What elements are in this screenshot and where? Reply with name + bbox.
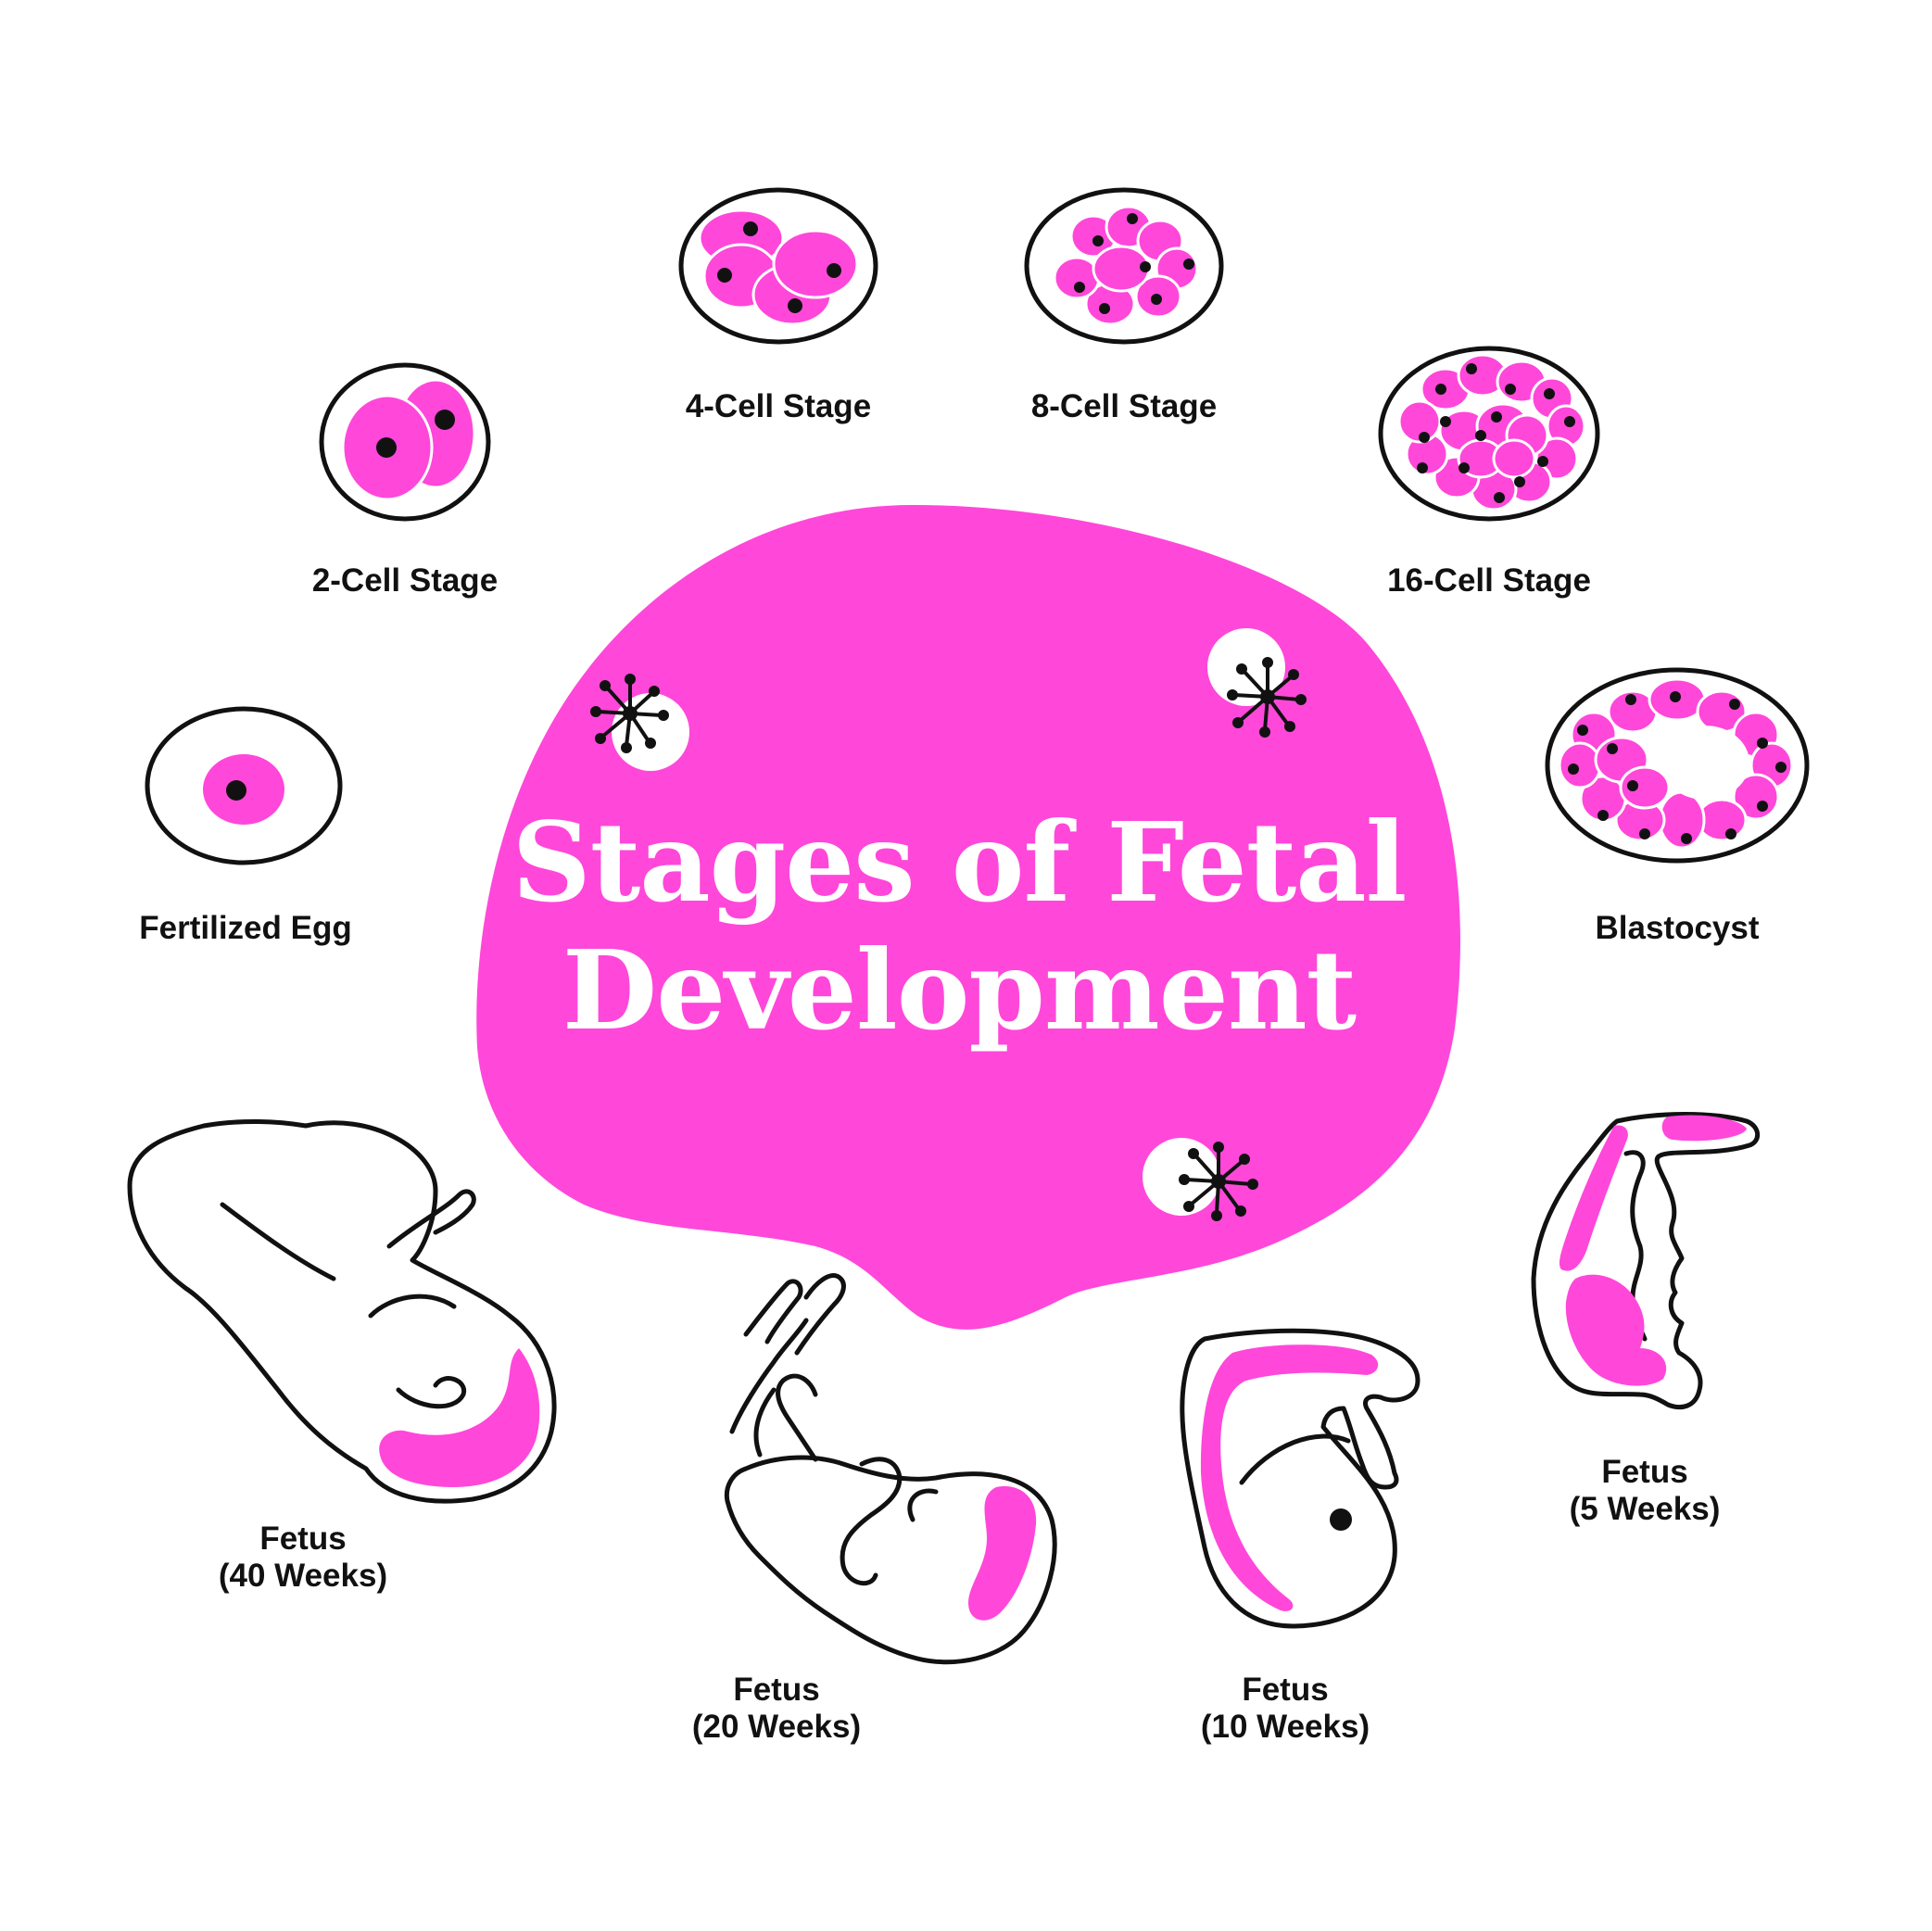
sixteen-cell-icon <box>1378 346 1600 522</box>
blastocyst-icon <box>1545 667 1810 864</box>
four-cell-label: 4-Cell Stage <box>686 388 871 424</box>
center-blob <box>476 505 1460 1330</box>
title-line-1: Stages of Fetal <box>511 798 1406 927</box>
four-cell-icon <box>678 187 878 345</box>
eight-cell-icon <box>1024 187 1224 345</box>
fetus-20-weeks-icon <box>724 1273 1057 1665</box>
fetus-40-weeks-icon <box>127 1118 557 1504</box>
blastocyst-label: Blastocyst <box>1595 910 1759 946</box>
sperm-egg-motif-bottom <box>1143 1138 1258 1221</box>
sixteen-cell-label: 16-Cell Stage <box>1387 562 1591 599</box>
fetus-5-weeks-label-1: Fetus <box>1601 1454 1687 1490</box>
two-cell-icon <box>319 362 491 522</box>
fetus-10-weeks-label-2: (10 Weeks) <box>1201 1709 1370 1745</box>
two-cell-label: 2-Cell Stage <box>312 562 498 599</box>
fetus-20-weeks-label-2: (20 Weeks) <box>692 1709 861 1745</box>
eight-cell-label: 8-Cell Stage <box>1031 388 1217 424</box>
title-line-2: Development <box>562 926 1357 1054</box>
sperm-egg-motif-left <box>590 674 689 771</box>
fetus-10-weeks-label-1: Fetus <box>1242 1672 1328 1708</box>
sperm-egg-motif-right <box>1207 628 1307 738</box>
fetus-5-weeks-icon <box>1531 1112 1761 1410</box>
fetus-40-weeks-label-2: (40 Weeks) <box>219 1558 387 1594</box>
fetus-10-weeks-icon <box>1180 1328 1421 1629</box>
fetus-40-weeks-label-1: Fetus <box>259 1521 346 1557</box>
fertilized-egg-icon <box>145 706 343 865</box>
fertilized-egg-label: Fertilized Egg <box>139 910 351 946</box>
fetus-20-weeks-label-1: Fetus <box>733 1672 819 1708</box>
fetus-5-weeks-label-2: (5 Weeks) <box>1570 1491 1721 1527</box>
